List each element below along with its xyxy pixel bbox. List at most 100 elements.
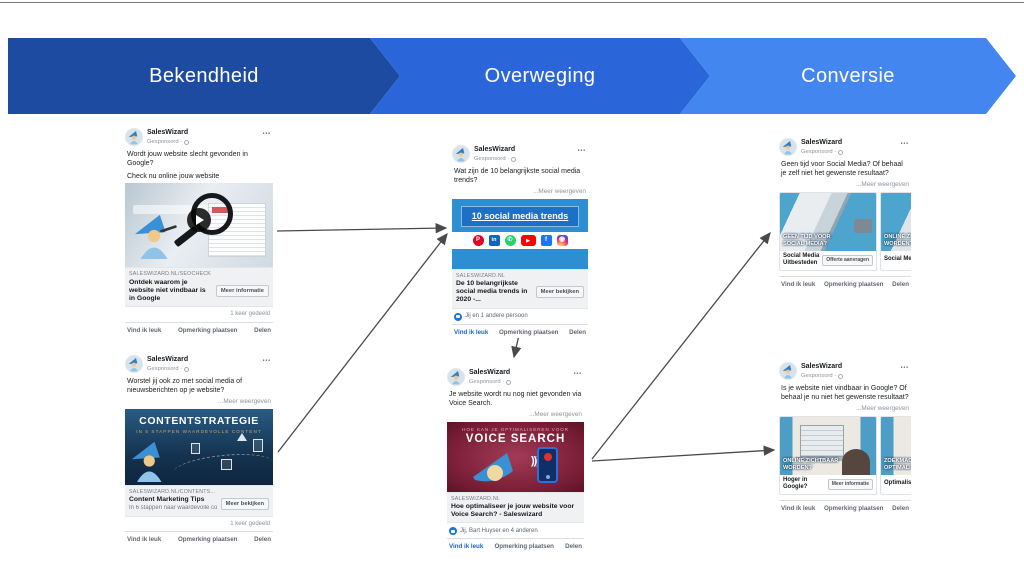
see-more-link[interactable]: ...Meer weergeven bbox=[856, 404, 909, 412]
carousel-title: Optimaliseer je website bbox=[884, 480, 911, 487]
see-more-link[interactable]: ...Meer weergeven bbox=[856, 180, 909, 188]
post-menu-icon[interactable]: ••• bbox=[900, 141, 909, 147]
saleswizard-avatar[interactable] bbox=[779, 362, 797, 380]
link-title: De 10 belangrijkste social media trends … bbox=[456, 280, 528, 304]
image-overlay-text: ONLINE ZICHTBAAR WORDEN? bbox=[783, 458, 839, 471]
smartphone-mic-icon bbox=[537, 446, 558, 483]
stage-label: Overweging bbox=[484, 64, 596, 87]
comment-button[interactable]: Opmerking plaatsen bbox=[494, 543, 554, 551]
like-button[interactable]: Vind ik leuk bbox=[781, 280, 816, 288]
funnel-banner: Bekendheid Overweging Conversie bbox=[8, 38, 1016, 114]
ad-card-seo-video: SalesWizard Gesponsord · ••• Wordt jouw … bbox=[125, 127, 273, 337]
like-button[interactable]: Vind ik leuk bbox=[454, 328, 489, 336]
cta-button[interactable]: Meer informatie bbox=[215, 285, 269, 298]
link-preview[interactable]: SALESWIZARD.NL Hoe optimaliseer je jouw … bbox=[447, 491, 584, 524]
saleswizard-avatar[interactable] bbox=[452, 145, 470, 163]
globe-icon bbox=[506, 379, 512, 385]
comment-button[interactable]: Opmerking plaatsen bbox=[177, 536, 238, 544]
top-divider bbox=[0, 2, 1024, 3]
play-button[interactable] bbox=[187, 208, 211, 233]
sponsored-label: Gesponsord · bbox=[474, 156, 578, 163]
like-button[interactable]: Vind ik leuk bbox=[781, 504, 816, 512]
cta-button[interactable]: Offerte aanvragen bbox=[822, 254, 873, 266]
like-button[interactable]: Vind ik leuk bbox=[449, 543, 484, 551]
stage-label: Bekendheid bbox=[149, 64, 259, 87]
like-count-row: Jij, Bart Huyser en 4 anderen bbox=[447, 523, 584, 538]
step-icon bbox=[221, 458, 232, 470]
like-button[interactable]: Vind ik leuk bbox=[127, 326, 162, 334]
wizard-hat-icon bbox=[473, 452, 513, 481]
whatsapp-icon: ✆ bbox=[504, 235, 516, 247]
advertiser-name[interactable]: SalesWizard bbox=[801, 139, 843, 146]
carousel-image: ONLINE ZICHTBAAR WORDEN? bbox=[780, 416, 876, 475]
post-menu-icon[interactable]: ••• bbox=[262, 131, 271, 137]
saleswizard-avatar[interactable] bbox=[125, 355, 143, 373]
carousel-title: Social Media Uitbesteden bbox=[783, 252, 820, 266]
see-more-link[interactable]: ...Meer weergeven bbox=[529, 410, 582, 418]
cta-button[interactable]: Meer informatie bbox=[827, 478, 873, 490]
post-menu-icon[interactable]: ••• bbox=[262, 358, 271, 364]
post-header: SalesWizard Gesponsord · ••• bbox=[452, 144, 588, 164]
link-preview[interactable]: SALESWIZARD.NL De 10 belangrijkste socia… bbox=[452, 268, 588, 309]
like-button[interactable]: Vind ik leuk bbox=[127, 536, 162, 544]
ad-body-text: Wordt jouw website slecht gevonden in Go… bbox=[127, 151, 248, 167]
advertiser-name[interactable]: SalesWizard bbox=[474, 146, 516, 153]
comment-button[interactable]: Opmerking plaatsen bbox=[177, 326, 238, 334]
stage-bekendheid: Bekendheid bbox=[8, 38, 400, 114]
post-menu-icon[interactable]: ••• bbox=[573, 371, 582, 377]
play-icon bbox=[196, 215, 204, 226]
ad-image[interactable]: 10 social media trends P in ✆ ▶ f ◉ bbox=[452, 198, 588, 269]
comment-button[interactable]: Opmerking plaatsen bbox=[498, 328, 559, 336]
ad-card-social-carousel: SalesWizard Gesponsord · ••• Geen tijd v… bbox=[779, 137, 911, 291]
share-count: 1 keer gedeeld bbox=[230, 311, 270, 318]
wizard-graphic bbox=[134, 215, 177, 260]
comment-button[interactable]: Opmerking plaatsen bbox=[823, 280, 884, 288]
link-preview[interactable]: SALESWIZARD.NL/CONTENTS... Content Marke… bbox=[125, 484, 273, 517]
share-button[interactable]: Delen bbox=[565, 543, 582, 551]
share-button[interactable]: Delen bbox=[892, 504, 909, 512]
step-icon bbox=[191, 442, 200, 454]
saleswizard-avatar[interactable] bbox=[125, 128, 143, 146]
video-thumbnail[interactable] bbox=[125, 183, 273, 268]
cta-button[interactable]: Meer bekijken bbox=[535, 286, 584, 299]
share-count: 1 keer gedeeld bbox=[230, 520, 270, 527]
saleswizard-avatar[interactable] bbox=[779, 138, 797, 156]
link-domain: SALESWIZARD.NL/CONTENTS... bbox=[129, 488, 216, 495]
carousel-card-partial[interactable]: ZOEKMACHINE OPTIMALISATIE Optimaliseer j… bbox=[880, 415, 911, 495]
see-more-link[interactable]: ...Meer weergeven bbox=[533, 187, 586, 195]
share-button[interactable]: Delen bbox=[892, 280, 909, 288]
action-row: Vind ik leuk Opmerking plaatsen Delen bbox=[452, 323, 588, 339]
ad-image[interactable]: HOE KAN JE OPTIMALISEREN VOOR VOICE SEAR… bbox=[447, 421, 584, 492]
post-menu-icon[interactable]: ••• bbox=[577, 148, 586, 154]
image-subtitle: IN 5 STAPPEN WAARDEVOLLE CONTENT bbox=[136, 428, 262, 434]
post-header: SalesWizard Gesponsord · ••• bbox=[779, 137, 911, 157]
comment-button[interactable]: Opmerking plaatsen bbox=[823, 504, 884, 512]
youtube-icon: ▶ bbox=[520, 235, 536, 247]
saleswizard-avatar[interactable] bbox=[447, 368, 465, 386]
advertiser-name[interactable]: SalesWizard bbox=[469, 369, 511, 376]
people-graphic bbox=[854, 218, 872, 233]
link-title: Hoe optimaliseer je jouw website voor Vo… bbox=[451, 503, 575, 519]
advertiser-name[interactable]: SalesWizard bbox=[147, 356, 189, 363]
carousel-card[interactable]: ONLINE ZICHTBAAR WORDEN? Hoger in Google… bbox=[779, 415, 877, 495]
carousel-card[interactable]: GEEN TIJD VOOR SOCIAL MEDIA? Social Medi… bbox=[779, 191, 877, 271]
action-row: Vind ik leuk Opmerking plaatsen Delen bbox=[779, 499, 911, 515]
advertiser-name[interactable]: SalesWizard bbox=[147, 129, 189, 136]
share-button[interactable]: Delen bbox=[254, 326, 271, 334]
cta-button[interactable]: Meer bekijken bbox=[220, 498, 269, 511]
share-button[interactable]: Delen bbox=[254, 536, 271, 544]
carousel-image: ONLINE ZICHTBAAR WORDEN? bbox=[881, 192, 911, 251]
image-overlay-text: GEEN TIJD VOOR SOCIAL MEDIA? bbox=[783, 234, 831, 247]
see-more-link[interactable]: ...Meer weergeven bbox=[218, 397, 271, 405]
ad-body-text: Is je website niet vindbaar in Google? O… bbox=[781, 385, 909, 401]
carousel: GEEN TIJD VOOR SOCIAL MEDIA? Social Medi… bbox=[779, 191, 911, 271]
link-preview[interactable]: SALESWIZARD.NL/SEOCHECK Ontdek waarom je… bbox=[125, 267, 273, 308]
advertiser-name[interactable]: SalesWizard bbox=[801, 363, 843, 370]
image-graphics: ))) bbox=[447, 446, 584, 487]
ad-card-trends: SalesWizard Gesponsord · ••• Wat zijn de… bbox=[452, 144, 588, 339]
carousel-card-partial[interactable]: ONLINE ZICHTBAAR WORDEN? Social Media St… bbox=[880, 191, 911, 271]
ad-image[interactable]: CONTENTSTRATEGIE IN 5 STAPPEN WAARDEVOLL… bbox=[125, 408, 273, 485]
post-menu-icon[interactable]: ••• bbox=[900, 365, 909, 371]
sponsored-label: Gesponsord · bbox=[469, 379, 574, 386]
share-button[interactable]: Delen bbox=[569, 328, 586, 336]
